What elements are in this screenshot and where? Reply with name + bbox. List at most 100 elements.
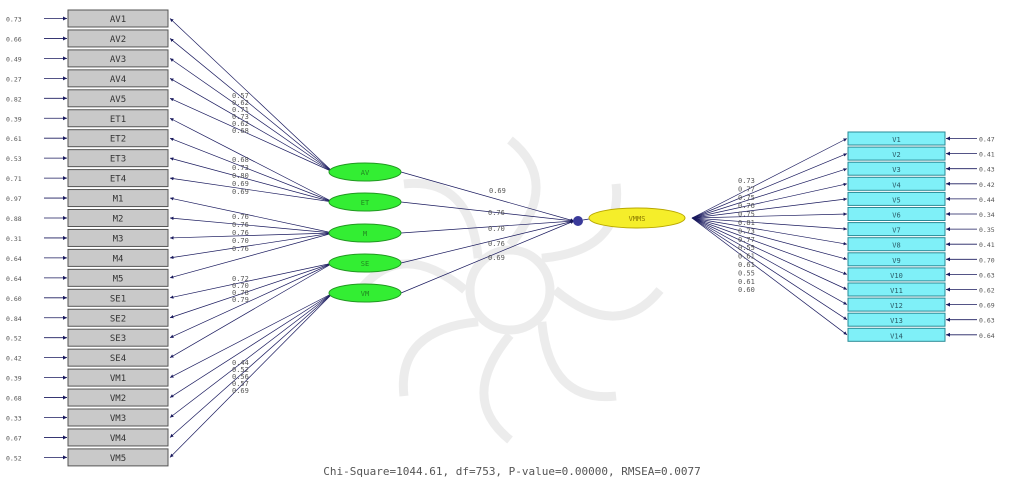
loading-label-vm: 0.57 [232, 380, 249, 388]
indicator-box-m5 [67, 268, 169, 287]
loading-label-m: 0.76 [232, 221, 249, 229]
error-variance-m4: 0.64 [6, 255, 22, 263]
watermark-petal [398, 317, 479, 397]
loading-path-m5 [169, 232, 334, 279]
error-variance-vm4: 0.67 [6, 434, 22, 442]
indicator-box-se2 [67, 308, 169, 327]
error-variance-se3: 0.52 [6, 335, 22, 343]
factor-label-m: M [363, 230, 367, 238]
error-variance-et2: 0.61 [6, 135, 22, 143]
indicator-box-se1 [67, 288, 169, 307]
factor-label-et: ET [361, 199, 370, 207]
indicator-label-m2: M2 [113, 215, 124, 225]
indicator-label-v7: V7 [892, 227, 900, 235]
loading-path-se1 [169, 262, 334, 299]
factor-av [328, 162, 402, 182]
loading-label-se: 0.70 [232, 282, 249, 290]
error-variance-av2: 0.66 [6, 35, 22, 43]
loading-label-vm: 0.52 [232, 366, 249, 374]
second-order-path-vm [400, 220, 575, 294]
indicator-label-v12: V12 [890, 302, 903, 310]
junction-link [582, 218, 590, 221]
loading-path-v4 [691, 182, 848, 219]
error-variance-et3: 0.53 [6, 155, 22, 163]
loading-path-v7 [691, 217, 848, 231]
loading-label-v14: 0.60 [738, 286, 755, 294]
error-variance-vm3: 0.33 [6, 415, 22, 423]
path-lines [44, 16, 977, 460]
indicator-box-et2 [67, 129, 169, 148]
watermark-petal [552, 286, 664, 321]
watermark-petal [541, 183, 622, 263]
loading-path-et4 [169, 176, 334, 203]
error-variance-v14: 0.64 [979, 332, 995, 340]
indicator-box-v4 [847, 176, 946, 191]
second-order-path-et [400, 201, 575, 223]
loading-path-v5 [691, 197, 848, 219]
indicator-box-v5 [847, 191, 946, 206]
factor-et [328, 192, 402, 212]
error-variance-vm5: 0.52 [6, 454, 22, 462]
error-variance-se4: 0.42 [6, 355, 22, 363]
error-variance-v12: 0.69 [979, 302, 995, 310]
loading-label-av: 0.62 [232, 120, 249, 128]
loading-label-av: 0.71 [232, 106, 249, 114]
watermark-logo [356, 136, 664, 444]
loading-path-av1 [169, 18, 334, 173]
watermark-petal [537, 321, 617, 402]
loading-label-av: 0.68 [232, 127, 249, 135]
second-order-loading-vm: 0.69 [488, 254, 505, 262]
loading-label-m: 0.76 [232, 213, 249, 221]
second-order-label: VMMS [629, 215, 646, 223]
indicator-label-av5: AV5 [110, 95, 126, 105]
error-variance-v7: 0.35 [979, 226, 995, 234]
indicator-label-v11: V11 [890, 287, 903, 295]
second-order-loading-et: 0.76 [488, 209, 505, 217]
loading-label-m: 0.76 [232, 245, 249, 253]
loading-path-m4 [169, 232, 334, 260]
indicator-box-v14 [847, 327, 946, 342]
indicator-label-v6: V6 [892, 212, 900, 220]
junction-dot [573, 216, 583, 226]
indicator-box-v8 [847, 237, 946, 252]
indicator-box-v12 [847, 297, 946, 312]
indicator-label-se1: SE1 [110, 294, 126, 304]
loading-path-m2 [169, 216, 334, 234]
second-order-path-m [400, 219, 575, 234]
indicator-box-et1 [67, 109, 169, 128]
loading-path-se3 [169, 262, 334, 339]
error-variance-v4: 0.42 [979, 181, 995, 189]
factor-m [328, 223, 402, 243]
indicator-box-vm4 [67, 428, 169, 447]
indicator-label-v13: V13 [890, 317, 903, 325]
indicator-box-av4 [67, 69, 169, 88]
loading-label-vm: 0.56 [232, 373, 249, 381]
loading-path-av3 [169, 58, 334, 173]
loading-label-m: 0.70 [232, 237, 249, 245]
loading-path-v12 [691, 217, 848, 305]
loading-path-v14 [691, 217, 848, 336]
loading-label-et: 0.69 [232, 180, 249, 188]
indicator-label-m3: M3 [113, 234, 124, 244]
loading-label-vm: 0.69 [232, 387, 249, 395]
loading-path-v11 [691, 217, 848, 290]
loading-path-vm3 [169, 292, 334, 418]
indicator-label-vm3: VM3 [110, 414, 126, 424]
second-order-loading-m: 0.70 [488, 225, 505, 233]
error-variance-v1: 0.47 [979, 136, 995, 144]
error-variance-v3: 0.43 [979, 166, 995, 174]
error-variance-av3: 0.49 [6, 55, 22, 63]
indicator-label-v5: V5 [892, 196, 900, 204]
loading-label-et: 0.80 [232, 172, 249, 180]
indicator-box-v11 [847, 282, 946, 297]
second-order-loading-av: 0.69 [489, 187, 506, 195]
error-variance-m5: 0.64 [6, 275, 22, 283]
loading-label-se: 0.79 [232, 296, 249, 304]
indicator-label-et3: ET3 [110, 155, 126, 165]
error-variance-v8: 0.41 [979, 241, 995, 249]
loading-path-v1 [691, 138, 848, 219]
indicator-box-m3 [67, 228, 169, 247]
loading-label-v3: 0.75 [738, 194, 755, 202]
